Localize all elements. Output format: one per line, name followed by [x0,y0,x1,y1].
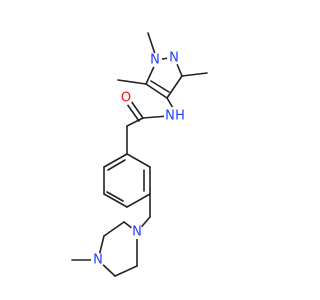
atom-n-pyrazole-1: N [148,53,162,68]
bond [107,159,126,171]
atom-label: N [132,225,142,240]
bond [166,97,174,109]
bond [126,117,144,127]
atom-label: N [150,53,160,68]
atom-n-piperazine-1: N [130,225,144,240]
bond [181,72,208,77]
bond [166,75,183,99]
atom-label: N [169,51,179,66]
bond [130,100,144,119]
bond [106,191,124,202]
bond [126,153,151,168]
atom-carbonyl-o: O [119,91,133,106]
bond [150,80,170,93]
atom-amide-nh: N H [164,107,186,125]
bond [142,115,169,119]
bond [103,221,125,237]
bond [126,193,151,208]
atom-label: N [93,253,103,268]
atom-layer: N N N H O N N [91,51,186,268]
bond-layer [71,32,208,277]
bond [103,153,128,168]
atom-n-pyrazole-2: N [167,51,181,66]
atom-label-hydrogen: H [175,109,185,124]
bond [145,83,168,99]
bond [126,103,140,122]
atom-n-piperazine-4: N [91,253,105,268]
atom-label: O [121,91,131,106]
atom-label: N [165,109,175,124]
bond [114,265,138,277]
molecule-structure: N N N H O N N [71,32,208,277]
bond [103,193,128,208]
bond [117,79,147,85]
